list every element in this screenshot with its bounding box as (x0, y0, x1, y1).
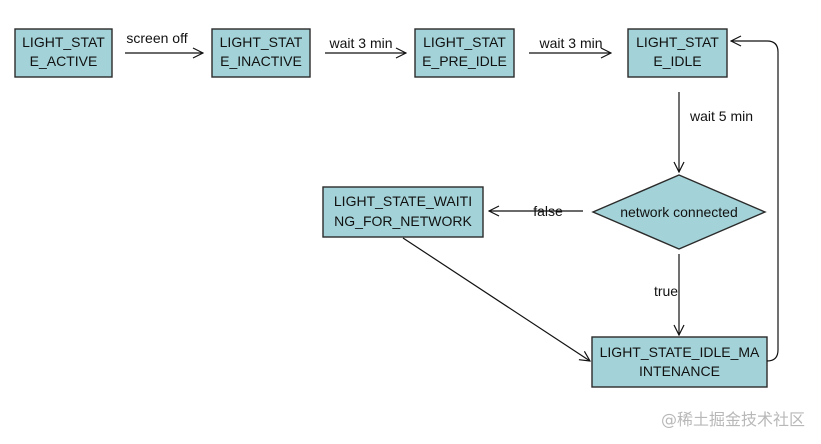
node-box (322, 186, 484, 238)
node-label-line2: E_ACTIVE (30, 53, 98, 69)
node-box (591, 336, 768, 388)
edge-label: wait 3 min (328, 35, 392, 51)
node-box (211, 28, 311, 78)
edge-label: screen off (126, 30, 187, 46)
node-label-line1: LIGHT_STATE_IDLE_MA (600, 344, 760, 360)
edge-idle-to-network-check: wait 5 min (679, 92, 753, 172)
node-box (414, 28, 515, 78)
edge-pre-idle-to-idle: wait 3 min (529, 35, 611, 53)
node-label-line2: E_IDLE (653, 53, 701, 69)
node-label-line1: LIGHT_STAT (220, 34, 303, 50)
node-light-state-pre-idle: LIGHT_STAT E_PRE_IDLE (414, 28, 515, 78)
node-label-line2: E_PRE_IDLE (422, 53, 507, 69)
node-box (627, 28, 728, 78)
node-label-line2: NG_FOR_NETWORK (334, 213, 472, 229)
decision-label: network connected (620, 204, 738, 220)
edge-check-true-to-maintenance: true (654, 254, 679, 335)
node-label-line1: LIGHT_STAT (423, 34, 506, 50)
node-label-line2: INTENANCE (639, 363, 720, 379)
edge-label: false (533, 203, 563, 219)
watermark: @稀土掘金技术社区 (661, 410, 805, 429)
edge-maintenance-to-idle-loop (731, 41, 779, 362)
edge-label: wait 3 min (538, 35, 602, 51)
node-light-state-idle: LIGHT_STAT E_IDLE (627, 28, 728, 78)
node-light-state-active: LIGHT_STAT E_ACTIVE (14, 28, 113, 78)
edge-waiting-to-maintenance (402, 237, 590, 361)
edge-label: wait 5 min (689, 108, 753, 124)
node-box (14, 28, 113, 78)
edge-arrow (402, 237, 590, 361)
decision-network-connected: network connected (591, 174, 767, 250)
edge-inactive-to-pre-idle: wait 3 min (325, 35, 406, 53)
node-label-line2: E_INACTIVE (220, 53, 302, 69)
node-light-state-waiting-for-network: LIGHT_STATE_WAITI NG_FOR_NETWORK (322, 186, 484, 238)
node-light-state-inactive: LIGHT_STAT E_INACTIVE (211, 28, 311, 78)
node-label-line1: LIGHT_STATE_WAITI (334, 193, 472, 209)
edge-check-false-to-waiting: false (489, 203, 583, 219)
edge-label: true (654, 283, 678, 299)
node-label-line1: LIGHT_STAT (22, 34, 105, 50)
decision-diamond (591, 174, 767, 250)
edge-active-to-inactive: screen off (125, 30, 203, 53)
node-light-state-idle-maintenance: LIGHT_STATE_IDLE_MA INTENANCE (591, 336, 768, 388)
edge-arrow (731, 41, 779, 362)
node-label-line1: LIGHT_STAT (636, 34, 719, 50)
